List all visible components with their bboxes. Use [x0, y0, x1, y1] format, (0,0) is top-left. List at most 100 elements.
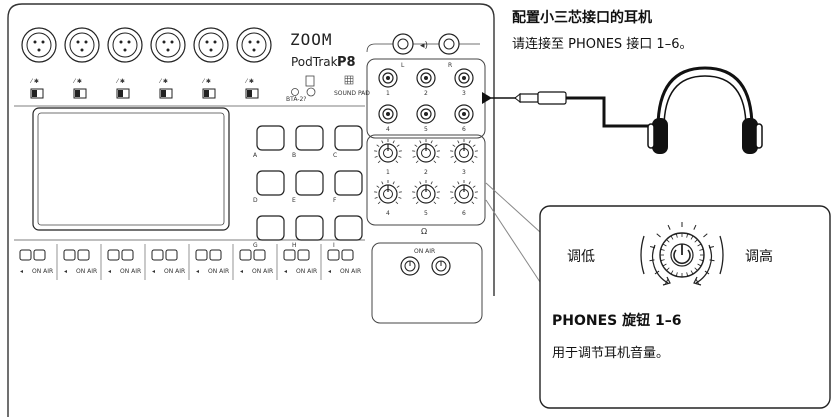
on-air-button [121, 249, 134, 261]
on-air-button [297, 249, 310, 261]
bt-jack-2 [306, 87, 316, 97]
phones-knobs-panel [366, 134, 486, 226]
svg-text:⁄ ✱: ⁄ ✱ [201, 78, 211, 85]
headphones-icon [647, 66, 763, 154]
knob-number: 5 [424, 210, 428, 217]
mute-button [151, 249, 164, 261]
callout-leader-top [485, 182, 541, 233]
on-air-label: ON AIR [76, 268, 97, 275]
mini-plug [519, 93, 539, 103]
on-air-label: ON AIR [120, 268, 141, 275]
knob-number: 2 [424, 169, 428, 176]
phones-knobs: 1 2 3 4 5 6 [374, 139, 478, 217]
heading-title: 配置小三芯接口的耳机 [512, 10, 652, 26]
display-screen [32, 107, 230, 231]
svg-text:◂: ◂ [152, 268, 155, 275]
callout-description: 用于调节耳机音量。 [552, 346, 670, 361]
bta-label: BTA-2? [286, 96, 306, 103]
sound-pad [256, 215, 285, 241]
knob-number: 6 [462, 210, 466, 217]
svg-text:◂: ◂ [284, 268, 287, 275]
headphone-symbol: Ω [421, 227, 427, 236]
on-air-panel-label: ON AIR [414, 248, 435, 255]
headphone-cable [482, 91, 654, 128]
increase-arrow [695, 244, 712, 284]
on-air-label: ON AIR [252, 268, 273, 275]
connection-arrow [482, 92, 492, 104]
display-screen-inner [37, 112, 225, 226]
pad-letter: A [253, 152, 258, 159]
pad-letter: B [292, 152, 296, 159]
bt-jack [291, 88, 299, 96]
mic-inputs: ⁄ ✱⁄ ✱⁄ ✱⁄ ✱⁄ ✱⁄ ✱ [21, 27, 272, 99]
mute-button [19, 249, 32, 261]
usb-port [305, 75, 315, 87]
knob-number: 4 [386, 210, 390, 217]
sound-pad [334, 125, 363, 151]
sound-pad-icon [344, 75, 354, 85]
decrease-arrow [652, 244, 669, 284]
jack-number: 2 [424, 90, 428, 97]
on-air-button [33, 249, 46, 261]
jack-number: 3 [462, 90, 466, 97]
on-air-label: ON AIR [340, 268, 361, 275]
mute-button [239, 249, 252, 261]
on-air-label: ON AIR [296, 268, 317, 275]
pad-letter: E [292, 197, 296, 204]
sound-pad-label: SOUND PAD [334, 90, 370, 97]
mute-button [107, 249, 120, 261]
svg-text:⁄ ✱: ⁄ ✱ [244, 78, 254, 85]
jack-number: 6 [462, 126, 466, 133]
on-air-label: ON AIR [32, 268, 53, 275]
on-air-button [253, 249, 266, 261]
sound-pad [334, 215, 363, 241]
top-panel-edge [366, 43, 480, 53]
svg-text:◂: ◂ [64, 268, 67, 275]
lr-label-l: L [401, 62, 405, 69]
pad-letter: D [253, 197, 258, 204]
on-air-label: ON AIR [164, 268, 185, 275]
pad-letter: G [253, 242, 258, 249]
master-phones-jack [392, 33, 414, 55]
callout-leader-bottom [485, 199, 541, 283]
on-air-button [341, 249, 354, 261]
enlarged-knob [640, 222, 724, 286]
device-outline [7, 3, 495, 417]
svg-text:⁄ ✱: ⁄ ✱ [72, 78, 82, 85]
knob-number: 1 [386, 169, 390, 176]
pad-letter: C [333, 152, 337, 159]
callout-title: PHONES 旋钮 1–6 [552, 313, 682, 329]
speaker-icon: ◂) [420, 41, 428, 51]
mute-button [283, 249, 296, 261]
master-phones-jack-2 [438, 33, 460, 55]
callout-box [539, 205, 831, 409]
model-suffix: P8 [337, 55, 356, 70]
svg-text:◂: ◂ [328, 268, 331, 275]
pad-letter: H [292, 242, 297, 249]
sound-pad [295, 215, 324, 241]
knob-number: 3 [462, 169, 466, 176]
lower-knobs [400, 256, 451, 276]
svg-text:◂: ◂ [196, 268, 199, 275]
jack-number: 4 [386, 126, 390, 133]
svg-text:◂: ◂ [108, 268, 111, 275]
sound-pad [295, 170, 324, 196]
on-air-button [77, 249, 90, 261]
svg-text:⁄ ✱: ⁄ ✱ [158, 78, 168, 85]
on-air-button [165, 249, 178, 261]
jack-number: 1 [386, 90, 390, 97]
model-name: PodTrak [291, 55, 338, 69]
brand-logo: ZOOM [290, 30, 333, 49]
lr-label-r: R [448, 62, 452, 69]
sound-pad [295, 125, 324, 151]
increase-label: 调高 [745, 249, 773, 265]
on-air-button [209, 249, 222, 261]
sound-pad [334, 170, 363, 196]
svg-text:⁄ ✱: ⁄ ✱ [29, 78, 39, 85]
mute-button [195, 249, 208, 261]
svg-text:◂: ◂ [20, 268, 23, 275]
mute-button [63, 249, 76, 261]
